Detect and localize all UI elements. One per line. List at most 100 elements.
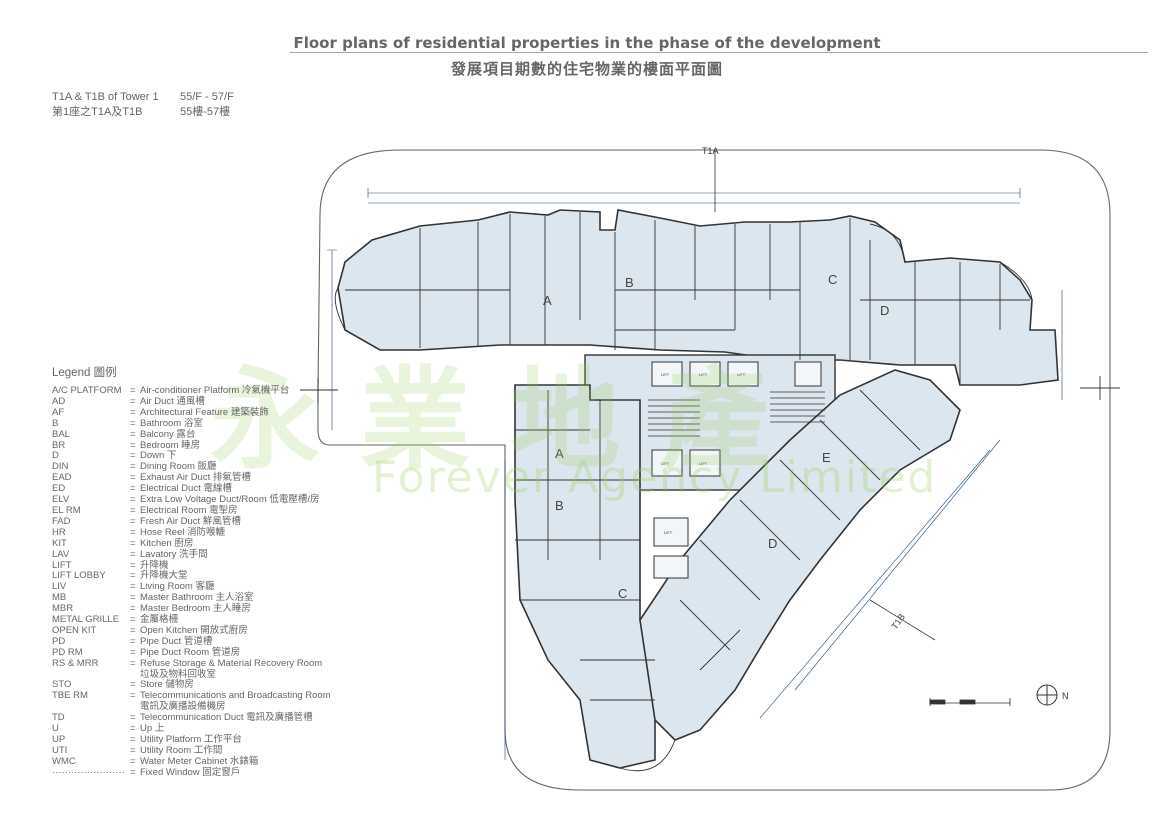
- legend-abbr: KIT: [52, 537, 67, 549]
- legend-abbr: PD RM: [52, 646, 83, 658]
- legend-desc: Architectural Feature 建築裝飾: [140, 406, 269, 418]
- legend-desc: Kitchen 廚房: [140, 537, 194, 549]
- legend-desc: Bathroom 浴室: [140, 417, 203, 429]
- legend-heading: Legend 圖例: [52, 367, 117, 379]
- legend-abbr: ED: [52, 483, 66, 495]
- legend-item: HR=Hose Reel 消防喉轆: [52, 526, 331, 539]
- page-title-chinese: 發展項目期數的住宅物業的樓面平面圖: [450, 60, 723, 78]
- lift-shaft: [651, 361, 683, 387]
- legend-item: WMC=Water Meter Cabinet 水錶箱: [52, 755, 331, 768]
- lift-shaft: [651, 449, 683, 477]
- legend-eq: =: [130, 755, 136, 767]
- legend-eq: =: [130, 385, 136, 396]
- legend-item: UTI=Utility Room 工作間: [52, 744, 331, 757]
- unit-letter-d: D: [768, 536, 777, 551]
- legend-abbr: D: [52, 450, 59, 462]
- legend-eq: =: [130, 461, 136, 473]
- legend-eq: =: [130, 450, 136, 462]
- legend-item: DIN=Dining Room 飯廳: [52, 461, 331, 473]
- legend-desc: Telecommunications and Broadcasting Room: [140, 690, 331, 702]
- legend-item: LIFT LOBBY=升降機大堂: [52, 571, 331, 582]
- watermark-english: Forever Agency Limited: [372, 452, 938, 503]
- legend-eq: =: [130, 559, 136, 571]
- legend-abbr: FAD: [52, 515, 71, 527]
- legend-abbr: ·······················: [52, 766, 125, 778]
- legend-eq: =: [130, 723, 136, 735]
- left-wing-outline: [514, 384, 656, 769]
- legend-eq: =: [130, 712, 136, 724]
- legend-abbr: MB: [52, 592, 67, 604]
- t1b-axis-line: [869, 599, 936, 641]
- legend-abbr: LAV: [52, 548, 70, 560]
- legend-abbr: U: [52, 723, 59, 735]
- legend-abbr: HR: [52, 526, 66, 538]
- legend-abbr: LIFT: [52, 559, 72, 571]
- legend-desc: Telecommunication Duct 電訊及廣播管槽: [140, 712, 313, 724]
- legend-item: ·······················=Fixed Window 固定窗…: [52, 766, 331, 779]
- legend-desc: Down 下: [140, 450, 177, 462]
- legend-eq: =: [130, 428, 136, 440]
- legend-abbr: PD: [52, 635, 66, 647]
- legend-item: LAV = Lavatory 洗手間: [52, 548, 331, 561]
- staircase: [648, 391, 825, 437]
- legend-eq: =: [130, 548, 136, 560]
- north-label: N: [1062, 691, 1069, 701]
- unit-letter-a: A: [543, 293, 552, 308]
- legend-desc: 升降機: [140, 559, 169, 571]
- legend-eq: =: [130, 744, 136, 756]
- title-divider: [290, 52, 1148, 53]
- legend-eq: =: [130, 570, 136, 582]
- legend-abbr: UP: [52, 734, 66, 745]
- legend-item: MBR=Master Bedroom 主人睡房: [52, 603, 331, 615]
- unit-letter-e: E: [822, 450, 831, 465]
- legend-item: STO=Store 儲物房: [52, 680, 331, 691]
- legend-desc: Air Duct 通風槽: [140, 395, 205, 407]
- legend-desc: Bedroom 睡房: [140, 439, 201, 451]
- legend-abbr: STO: [52, 679, 72, 691]
- legend-desc: 電訊及廣播設備機房: [140, 701, 226, 713]
- legend-eq: =: [130, 635, 136, 647]
- t1a-wing-outline: [337, 209, 1059, 386]
- legend-abbr: LIFT LOBBY: [52, 570, 106, 582]
- legend-item: A/C PLATFORM=Air-conditioner Platform 冷氣…: [52, 385, 331, 397]
- legend-desc: Pipe Duct 管道槽: [140, 635, 213, 647]
- lift-label: LIFT: [664, 530, 673, 535]
- t1b-wing-outline: [639, 369, 961, 741]
- legend-eq: =: [130, 734, 136, 745]
- units-chinese: 第1座之T1A及T1B: [52, 106, 143, 118]
- legend-abbr: METAL GRILLE: [52, 614, 120, 626]
- legend-desc: Utility Room 工作間: [140, 744, 223, 756]
- lift-shaft: [653, 555, 689, 579]
- legend-item: EAD=Exhaust Air Duct 排氣管槽: [52, 472, 331, 484]
- legend-item: MB = Master Bathroom 主人浴室: [52, 592, 331, 604]
- legend-item: 電訊及廣播設備機房: [52, 701, 331, 713]
- facade-curves: [334, 223, 1033, 772]
- legend-eq: =: [130, 581, 136, 593]
- lift-label: LIFT: [661, 372, 670, 377]
- unit-letter-a: A: [555, 446, 564, 461]
- legend-item: U=Up 上: [52, 723, 331, 735]
- legend-eq: =: [130, 592, 136, 604]
- site-boundary: [317, 149, 1111, 791]
- legend-eq: =: [130, 494, 136, 506]
- legend-eq: =: [130, 395, 136, 407]
- lift-label: LIFT: [699, 461, 708, 466]
- legend-eq: =: [130, 537, 136, 549]
- floors-english: 55/F - 57/F: [180, 91, 234, 103]
- legend-desc: Electrical Room 電掣房: [140, 504, 238, 516]
- legend-abbr: TD: [52, 712, 65, 724]
- legend-item: ED=Electrical Duct 電線槽: [52, 483, 331, 495]
- legend-abbr: A/C PLATFORM: [52, 385, 122, 396]
- legend-eq: =: [130, 690, 136, 702]
- legend-desc: Water Meter Cabinet 水錶箱: [140, 755, 259, 767]
- legend-desc: Master Bathroom 主人浴室: [140, 592, 254, 604]
- legend-item: AD = Air Duct 通風槽: [52, 395, 331, 408]
- legend-eq: =: [130, 417, 136, 429]
- legend-desc: Lavatory 洗手間: [140, 548, 208, 560]
- lift-shaft: [653, 517, 689, 547]
- legend-abbr: AD: [52, 395, 66, 407]
- legend-desc: Pipe Duct Room 管道房: [140, 646, 241, 658]
- legend-item: FAD=Fresh Air Duct 鮮風管槽: [52, 515, 331, 528]
- lift-group: [651, 361, 822, 579]
- legend-item: LIV=Living Room 客廳: [52, 581, 331, 593]
